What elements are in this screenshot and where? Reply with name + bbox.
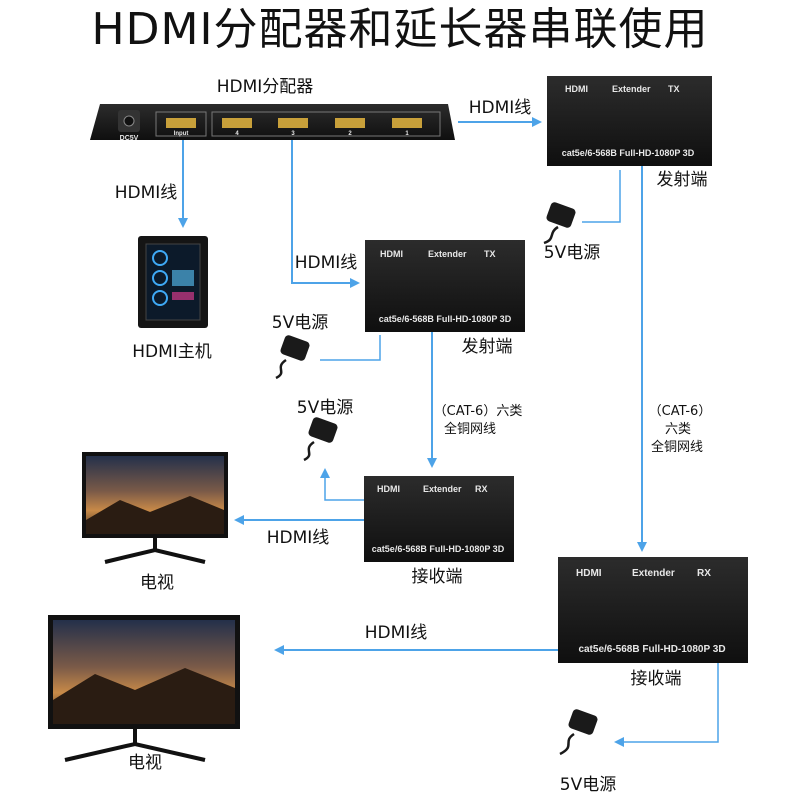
transmitter-label-1: 发射端 [657, 170, 708, 190]
power-adapter-icon [559, 709, 598, 756]
port-1-label: 1 [405, 131, 409, 137]
rx2-power-line [614, 663, 719, 747]
rx1-type: RX [475, 484, 488, 494]
power-adapter-icon [543, 202, 576, 245]
port-3-label: 3 [291, 131, 295, 137]
receiver-label-2: 接收端 [631, 669, 682, 689]
power-adapter-icon [303, 417, 338, 462]
tx1-brand: HDMI [565, 84, 588, 94]
input-label: Input [174, 131, 189, 137]
transmitter-label-2: 发射端 [462, 337, 513, 357]
rx2-brand: HDMI [576, 568, 602, 579]
cat6-label-line2: 全铜网线 [444, 421, 496, 437]
tv-monitor-icon [82, 452, 228, 564]
splitter-label: HDMI分配器 [217, 77, 314, 97]
hdmi-cable-label-3: HDMI线 [295, 253, 358, 273]
hdmi-cable-label-4: HDMI线 [267, 528, 330, 548]
power-label-4: 5V电源 [560, 775, 616, 795]
arrow-splitter-to-tx2 [291, 140, 360, 288]
transmitter-extender-1: HDMI Extender TX cat5e/6-568B Full-HD-10… [547, 76, 712, 166]
port-4-label: 4 [235, 131, 239, 137]
pc-tower-icon [138, 236, 208, 328]
power-label-1: 5V电源 [544, 243, 600, 263]
rx1-brand: HDMI [377, 484, 400, 494]
tx1-spec: cat5e/6-568B Full-HD-1080P 3D [562, 148, 695, 158]
tv-label-2: 电视 [128, 753, 162, 773]
rx1-power-line [320, 468, 364, 501]
tx1-name: Extender [612, 84, 651, 94]
tx2-brand: HDMI [380, 249, 403, 259]
rx2-type: RX [697, 568, 711, 579]
power-label-2: 5V电源 [272, 313, 328, 333]
power-label-3: 5V电源 [297, 398, 353, 418]
hdmi-cable-label-2: HDMI线 [115, 183, 178, 203]
transmitter-extender-2: HDMI Extender TX cat5e/6-568B Full-HD-10… [365, 240, 525, 332]
hdmi-cable-label-1: HDMI线 [469, 98, 532, 118]
port-2-label: 2 [348, 131, 352, 137]
power-adapter-icon [275, 335, 310, 380]
host-label: HDMI主机 [132, 342, 212, 362]
cat6-b-label-line3: 全铜网线 [651, 439, 703, 455]
rx2-spec: cat5e/6-568B Full-HD-1080P 3D [578, 644, 725, 655]
tv-monitor-icon [48, 615, 240, 762]
tx1-type: TX [668, 84, 680, 94]
cat6-b-label-line1: （CAT-6） [649, 404, 712, 419]
tv-label-1: 电视 [140, 573, 174, 593]
dc5v-label: DC5V [120, 135, 139, 142]
tx2-spec: cat5e/6-568B Full-HD-1080P 3D [379, 314, 512, 324]
rx2-name: Extender [632, 568, 675, 579]
cat6-label-line1: （CAT-6）六类 [434, 404, 523, 419]
receiver-label-1: 接收端 [412, 567, 463, 587]
rx1-name: Extender [423, 484, 462, 494]
rx1-spec: cat5e/6-568B Full-HD-1080P 3D [372, 544, 505, 554]
tx2-power-line [320, 335, 381, 361]
hdmi-splitter: DC5V Input 4 3 2 1 [90, 104, 455, 142]
receiver-extender-1: HDMI Extender RX cat5e/6-568B Full-HD-10… [364, 476, 514, 562]
tx2-type: TX [484, 249, 496, 259]
hdmi-cable-label-5: HDMI线 [365, 623, 428, 643]
receiver-extender-2: HDMI Extender RX cat5e/6-568B Full-HD-10… [558, 557, 748, 663]
tx2-name: Extender [428, 249, 467, 259]
tx1-power-line [582, 170, 621, 223]
page-title: HDMI分配器和延长器串联使用 [92, 4, 709, 55]
cat6-b-label-line2: 六类 [665, 422, 691, 437]
